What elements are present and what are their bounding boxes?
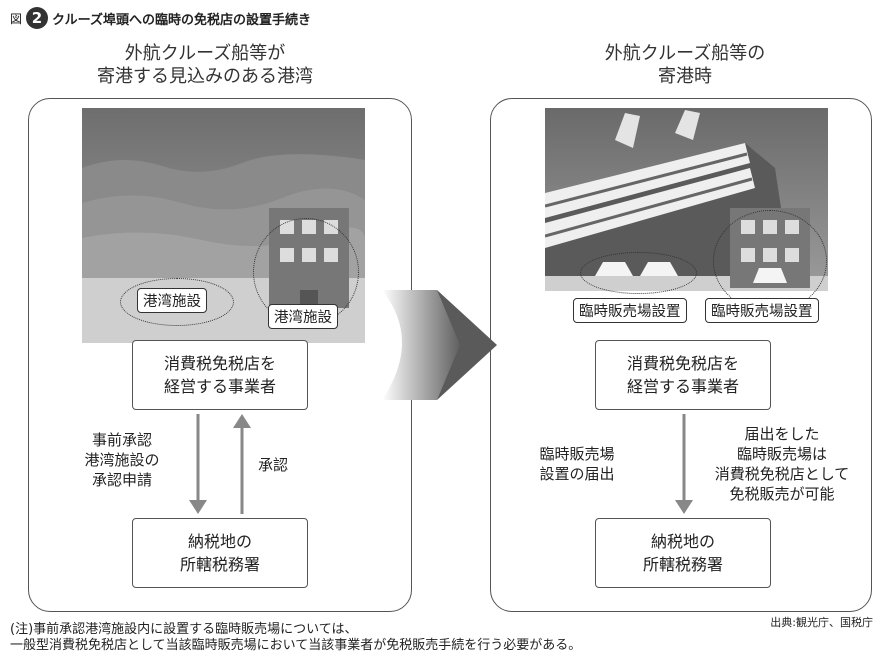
- down-arrowhead-icon: [675, 500, 693, 514]
- request-line1: 事前承認: [91, 431, 152, 449]
- notice-line2: 設置の届出: [539, 465, 615, 483]
- right-heading-line2: 寄港時: [658, 66, 712, 87]
- right-office-line2: 所轄税務署: [642, 555, 723, 574]
- figure-prefix: 図: [10, 11, 23, 26]
- request-line2: 港湾施設の: [84, 451, 160, 469]
- left-heading-line2: 寄港する見込みのある港湾: [97, 66, 313, 87]
- request-label: 事前承認 港湾施設の 承認申請: [62, 430, 182, 490]
- left-tax-office-box: 納税地の 所轄税務署: [132, 518, 308, 588]
- approval-label: 承認: [258, 456, 289, 474]
- footnote-line1: (注)事前承認港湾施設内に設置する臨時販売場については、: [10, 622, 358, 637]
- left-office-line2: 所轄税務署: [179, 555, 260, 574]
- stall-ellipse-1: [580, 252, 697, 294]
- footnote-line2: 一般型消費税免税店として当該臨時販売場において当該事業者が免税販売手続を行う必要…: [10, 638, 582, 653]
- footnote: (注)事前承認港湾施設内に設置する臨時販売場については、 一般型消費税免税店とし…: [10, 622, 790, 654]
- left-operator-box: 消費税免税店を 経営する事業者: [132, 340, 308, 410]
- source-credit: 出典:観光庁、国税庁: [770, 616, 873, 629]
- figure-title-text: クルーズ埠頭への臨時の免税店の設置手続き: [52, 12, 311, 28]
- stall-ellipse-2: [713, 210, 827, 312]
- right-heading-line1: 外航クルーズ船等の: [604, 43, 766, 64]
- down-arrowhead-icon: [189, 500, 207, 514]
- left-operator-line2: 経営する事業者: [163, 377, 276, 396]
- right-heading: 外航クルーズ船等の 寄港時: [565, 42, 805, 88]
- left-operator-line1: 消費税免税店を: [163, 354, 276, 373]
- transition-arrow: [382, 290, 497, 400]
- left-heading: 外航クルーズ船等が 寄港する見込みのある港湾: [60, 42, 350, 88]
- notice-label: 臨時販売場 設置の届出: [522, 444, 632, 484]
- right-operator-line1: 消費税免税店を: [626, 354, 739, 373]
- stall-label-2: 臨時販売場設置: [705, 298, 819, 323]
- port-facility-ellipse-1: [120, 278, 234, 326]
- up-arrowhead-icon: [233, 414, 251, 428]
- left-heading-line1: 外航クルーズ船等が: [124, 43, 286, 64]
- chevron-right-icon: [437, 290, 497, 400]
- right-tax-office-box: 納税地の 所轄税務署: [595, 518, 771, 588]
- figure-title: 図 2 クルーズ埠頭への臨時の免税店の設置手続き: [10, 7, 311, 29]
- result-line3: 消費税免税店として: [714, 465, 850, 483]
- result-line4: 免税販売が可能: [729, 485, 835, 503]
- right-office-line1: 納税地の: [650, 532, 715, 551]
- right-flow-arrow: [675, 414, 693, 514]
- port-facility-label-1: 港湾施設: [137, 288, 207, 313]
- stall-label-1: 臨時販売場設置: [573, 298, 687, 323]
- notice-line1: 臨時販売場: [539, 445, 615, 463]
- request-line3: 承認申請: [91, 471, 152, 489]
- port-facility-label-2: 港湾施設: [268, 304, 338, 329]
- right-operator-line2: 経営する事業者: [626, 377, 739, 396]
- right-operator-box: 消費税免税店を 経営する事業者: [595, 340, 771, 410]
- left-office-line1: 納税地の: [187, 532, 252, 551]
- figure-number-badge: 2: [26, 7, 49, 29]
- result-line2: 臨時販売場は: [736, 445, 827, 463]
- result-label: 届出をした 臨時販売場は 消費税免税店として 免税販売が可能: [702, 424, 862, 504]
- result-line1: 届出をした: [744, 425, 820, 443]
- left-flow-arrows: [189, 414, 251, 514]
